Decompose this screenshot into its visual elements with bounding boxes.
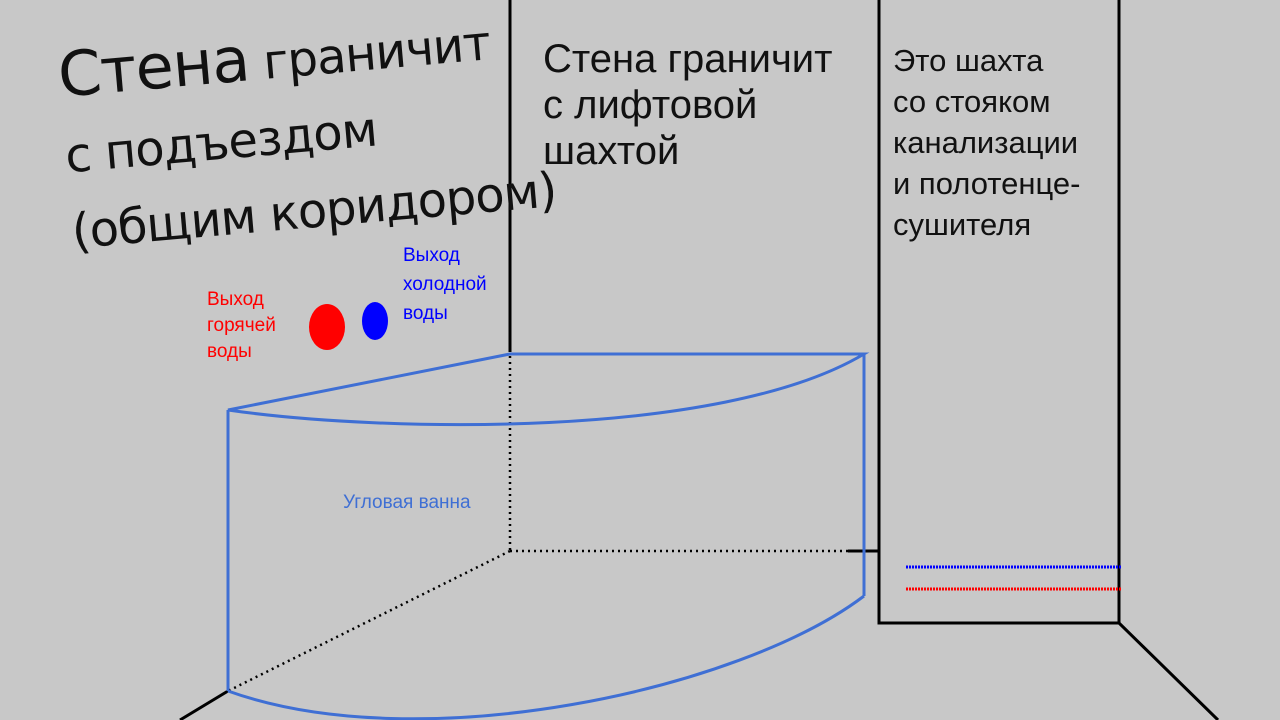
shaft-line: Это шахта (893, 43, 1044, 78)
hot-water-outlet (309, 304, 345, 350)
lift-wall-line: Стена граничит (543, 37, 833, 81)
cold-water-outlet (362, 302, 388, 340)
shaft-outline (877, 0, 1121, 625)
cold-water-line: воды (403, 303, 448, 324)
corridor-wall-word2: граничит (260, 15, 493, 91)
lift-wall-line: шахтой (543, 129, 680, 173)
bathtub-label: Угловая ванна (343, 492, 471, 513)
shaft-line: со стояком (893, 84, 1051, 119)
floor-edge-right (1117, 621, 1220, 720)
hot-water-line: Выход (207, 289, 264, 310)
hot-water-line: воды (207, 341, 252, 362)
bathtub-front-bottom (227, 594, 865, 720)
floor-edge-left (179, 689, 229, 720)
shaft-label: Это шахта со стояком канализации и полот… (893, 40, 1080, 245)
corridor-wall-label: Стена граничит с подъездом (общим коридо… (55, 0, 559, 270)
corner-bathtub (226, 352, 870, 720)
shaft-line: канализации (893, 125, 1079, 160)
hot-water-label: Выход горячей воды (207, 287, 276, 365)
lift-wall-line: с лифтовой (543, 83, 758, 127)
corridor-wall-word1: Стена (55, 22, 252, 112)
hot-water-line: горячей (207, 315, 276, 336)
bathtub-rim (227, 352, 870, 427)
cold-water-label: Выход холодной воды (403, 241, 487, 328)
hidden-edge-left (227, 549, 511, 693)
cold-water-line: Выход (403, 245, 460, 266)
shaft-line: и полотенце- (893, 166, 1081, 201)
shaft-line: сушителя (893, 207, 1032, 242)
cold-water-line: холодной (403, 274, 487, 295)
lift-wall-label: Стена граничит с лифтовой шахтой (543, 36, 832, 174)
